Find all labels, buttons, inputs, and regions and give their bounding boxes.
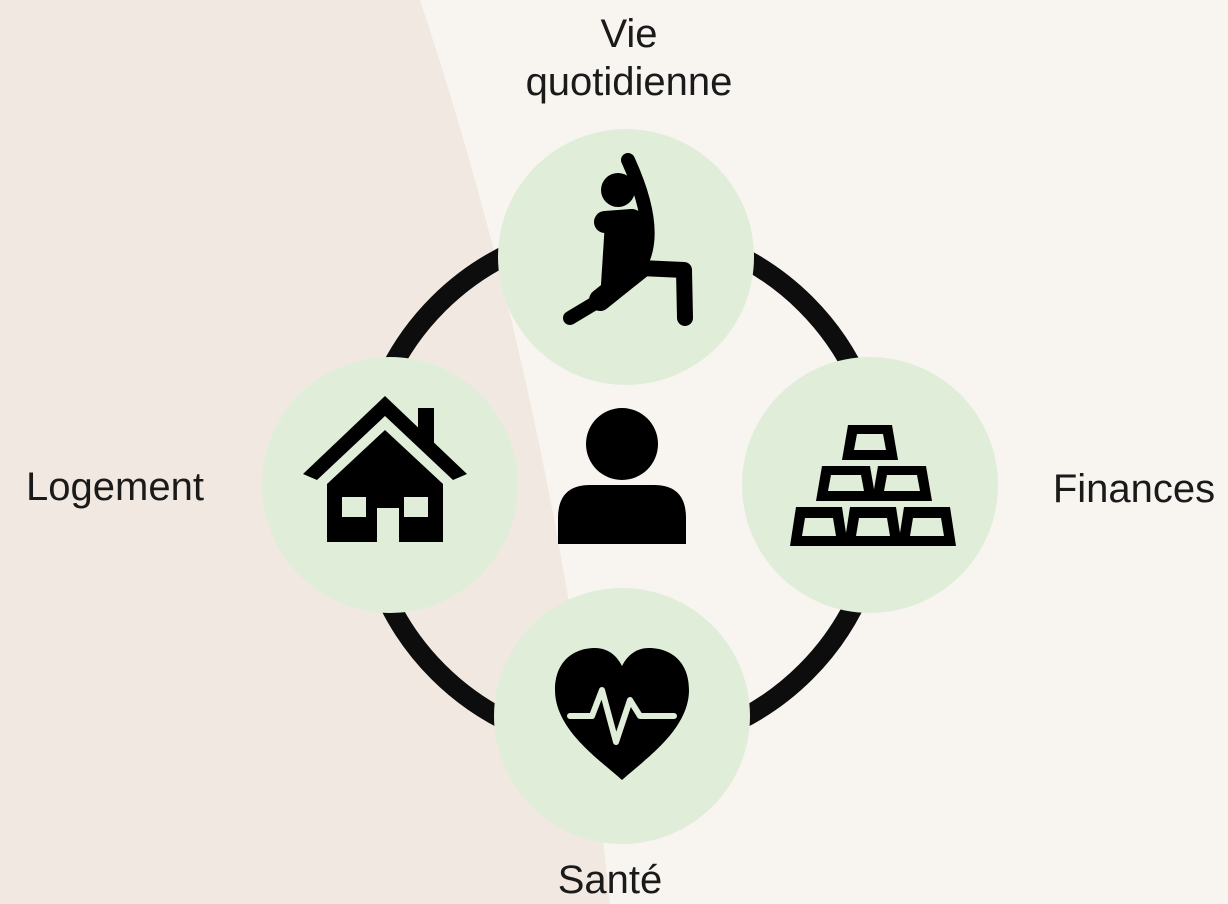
- yoga-pose-icon: [563, 153, 693, 326]
- heart-pulse-icon: [555, 648, 689, 780]
- node-label-logement: Logement: [26, 465, 204, 509]
- node-label-vie-quotidienne: Vie quotidienne: [494, 10, 764, 106]
- node-label-top-line2: quotidienne: [525, 60, 733, 104]
- node-label-top-line1: Vie: [600, 12, 658, 56]
- gold-bars-icon: [790, 425, 956, 546]
- node-label-sante: Santé: [557, 858, 663, 902]
- node-label-finances: Finances: [1052, 467, 1216, 511]
- person-icon: [558, 408, 686, 544]
- house-icon: [303, 396, 467, 544]
